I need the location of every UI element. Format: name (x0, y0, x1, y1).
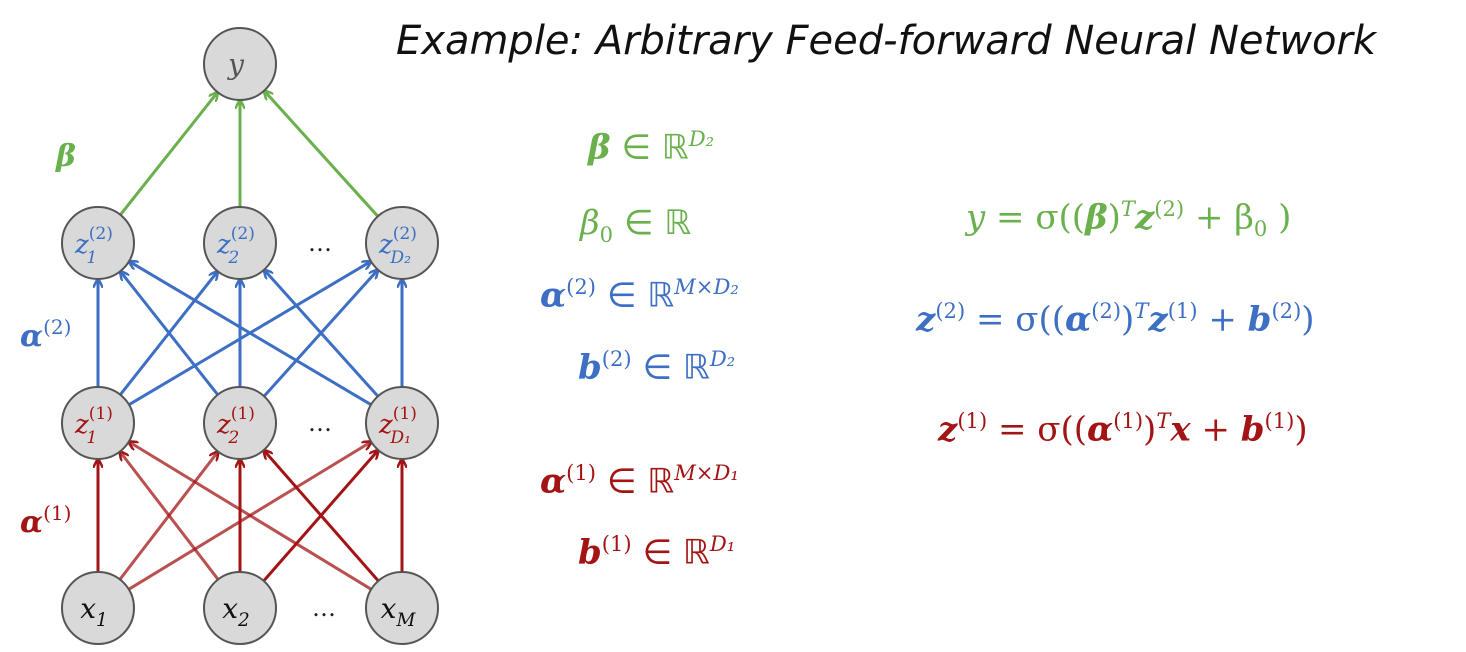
param-alpha2: α(2) ∈ ℝM×D₂ (540, 274, 739, 316)
hidden2-node-2: z(2)2 (203, 206, 277, 280)
edge-alpha1-3-1 (130, 442, 373, 591)
hidden2-node-1-circle (61, 206, 135, 280)
edges-group (98, 91, 402, 591)
param-b2: b(2) ∈ ℝD₂ (578, 346, 736, 388)
edge-label-beta: β (55, 139, 76, 174)
equation-z2: z(2) = σ((α(2))Tz(1) + b(2)) (916, 298, 1315, 340)
nodes-group: y z(2)1 z(2)2 z(2)D₂ z(1)1 z(1)2 z(1)D₁ x1 x2 xM (61, 27, 439, 645)
hidden1-node-2-label: z(1)2 (216, 404, 255, 448)
input-node-1: x1 (61, 571, 135, 645)
output-node-y: y (203, 27, 277, 101)
edge-alpha1-2-1 (121, 452, 220, 581)
hidden2-node-1-label: z(2)1 (74, 224, 113, 268)
input-node-1-circle (61, 571, 135, 645)
hidden1-node-1: z(1)1 (61, 386, 135, 460)
hidden2-node-3: z(2)D₂ (365, 206, 439, 280)
hidden2-node-1: z(2)1 (61, 206, 135, 280)
page-title: Example: Arbitrary Feed-forward Neural N… (396, 18, 1377, 64)
edge-alpha2-3-2 (265, 271, 380, 398)
equation-y: y = σ((β)Tz(2) + β0 ) (966, 196, 1292, 242)
hidden2-node-2-circle (203, 206, 277, 280)
edge-label-alpha1: α(1) (20, 501, 71, 540)
param-b1: b(1) ∈ ℝD₁ (578, 531, 736, 573)
edge-alpha2-2-1 (121, 272, 219, 396)
input-node-3-label: xM (381, 592, 417, 631)
param-beta: β ∈ ℝD₂ (588, 126, 715, 168)
input-node-1-label: x1 (80, 592, 108, 631)
edge-alpha2-3-1 (130, 262, 372, 406)
input-node-3: xM (365, 571, 439, 645)
edge-labels-group: … … … β α(2) α(1) (20, 139, 336, 622)
output-node-y-circle (203, 27, 277, 101)
output-node-y-label: y (226, 48, 245, 81)
hidden1-node-3-circle (365, 386, 439, 460)
hidden2-node-3-circle (365, 206, 439, 280)
hidden2-node-2-label: z(2)2 (216, 224, 255, 268)
input-node-2-circle (203, 571, 277, 645)
input-node-3-circle (365, 571, 439, 645)
ellipsis-input: … (312, 594, 336, 622)
edge-beta-3 (265, 91, 379, 218)
input-node-2: x2 (203, 571, 277, 645)
edge-alpha1-3-2 (264, 451, 380, 582)
hidden1-node-1-label: z(1)1 (74, 404, 113, 448)
ellipsis-hidden1: … (308, 409, 332, 437)
input-node-2-label: x2 (222, 592, 250, 631)
edge-beta-1 (119, 93, 217, 216)
ellipsis-hidden2: … (308, 229, 332, 257)
edge-label-alpha2: α(2) (20, 315, 71, 354)
param-beta0: β0 ∈ ℝ (580, 203, 692, 247)
hidden1-node-2-circle (203, 386, 277, 460)
hidden1-node-3: z(1)D₁ (365, 386, 439, 460)
hidden1-node-2: z(1)2 (203, 386, 277, 460)
hidden2-node-3-label: z(2)D₂ (378, 224, 417, 268)
hidden1-node-3-label: z(1)D₁ (378, 404, 417, 448)
hidden1-node-1-circle (61, 386, 135, 460)
param-alpha1: α(1) ∈ ℝM×D₁ (540, 460, 739, 502)
equation-z1: z(1) = σ((α(1))Tx + b(1)) (938, 408, 1308, 450)
